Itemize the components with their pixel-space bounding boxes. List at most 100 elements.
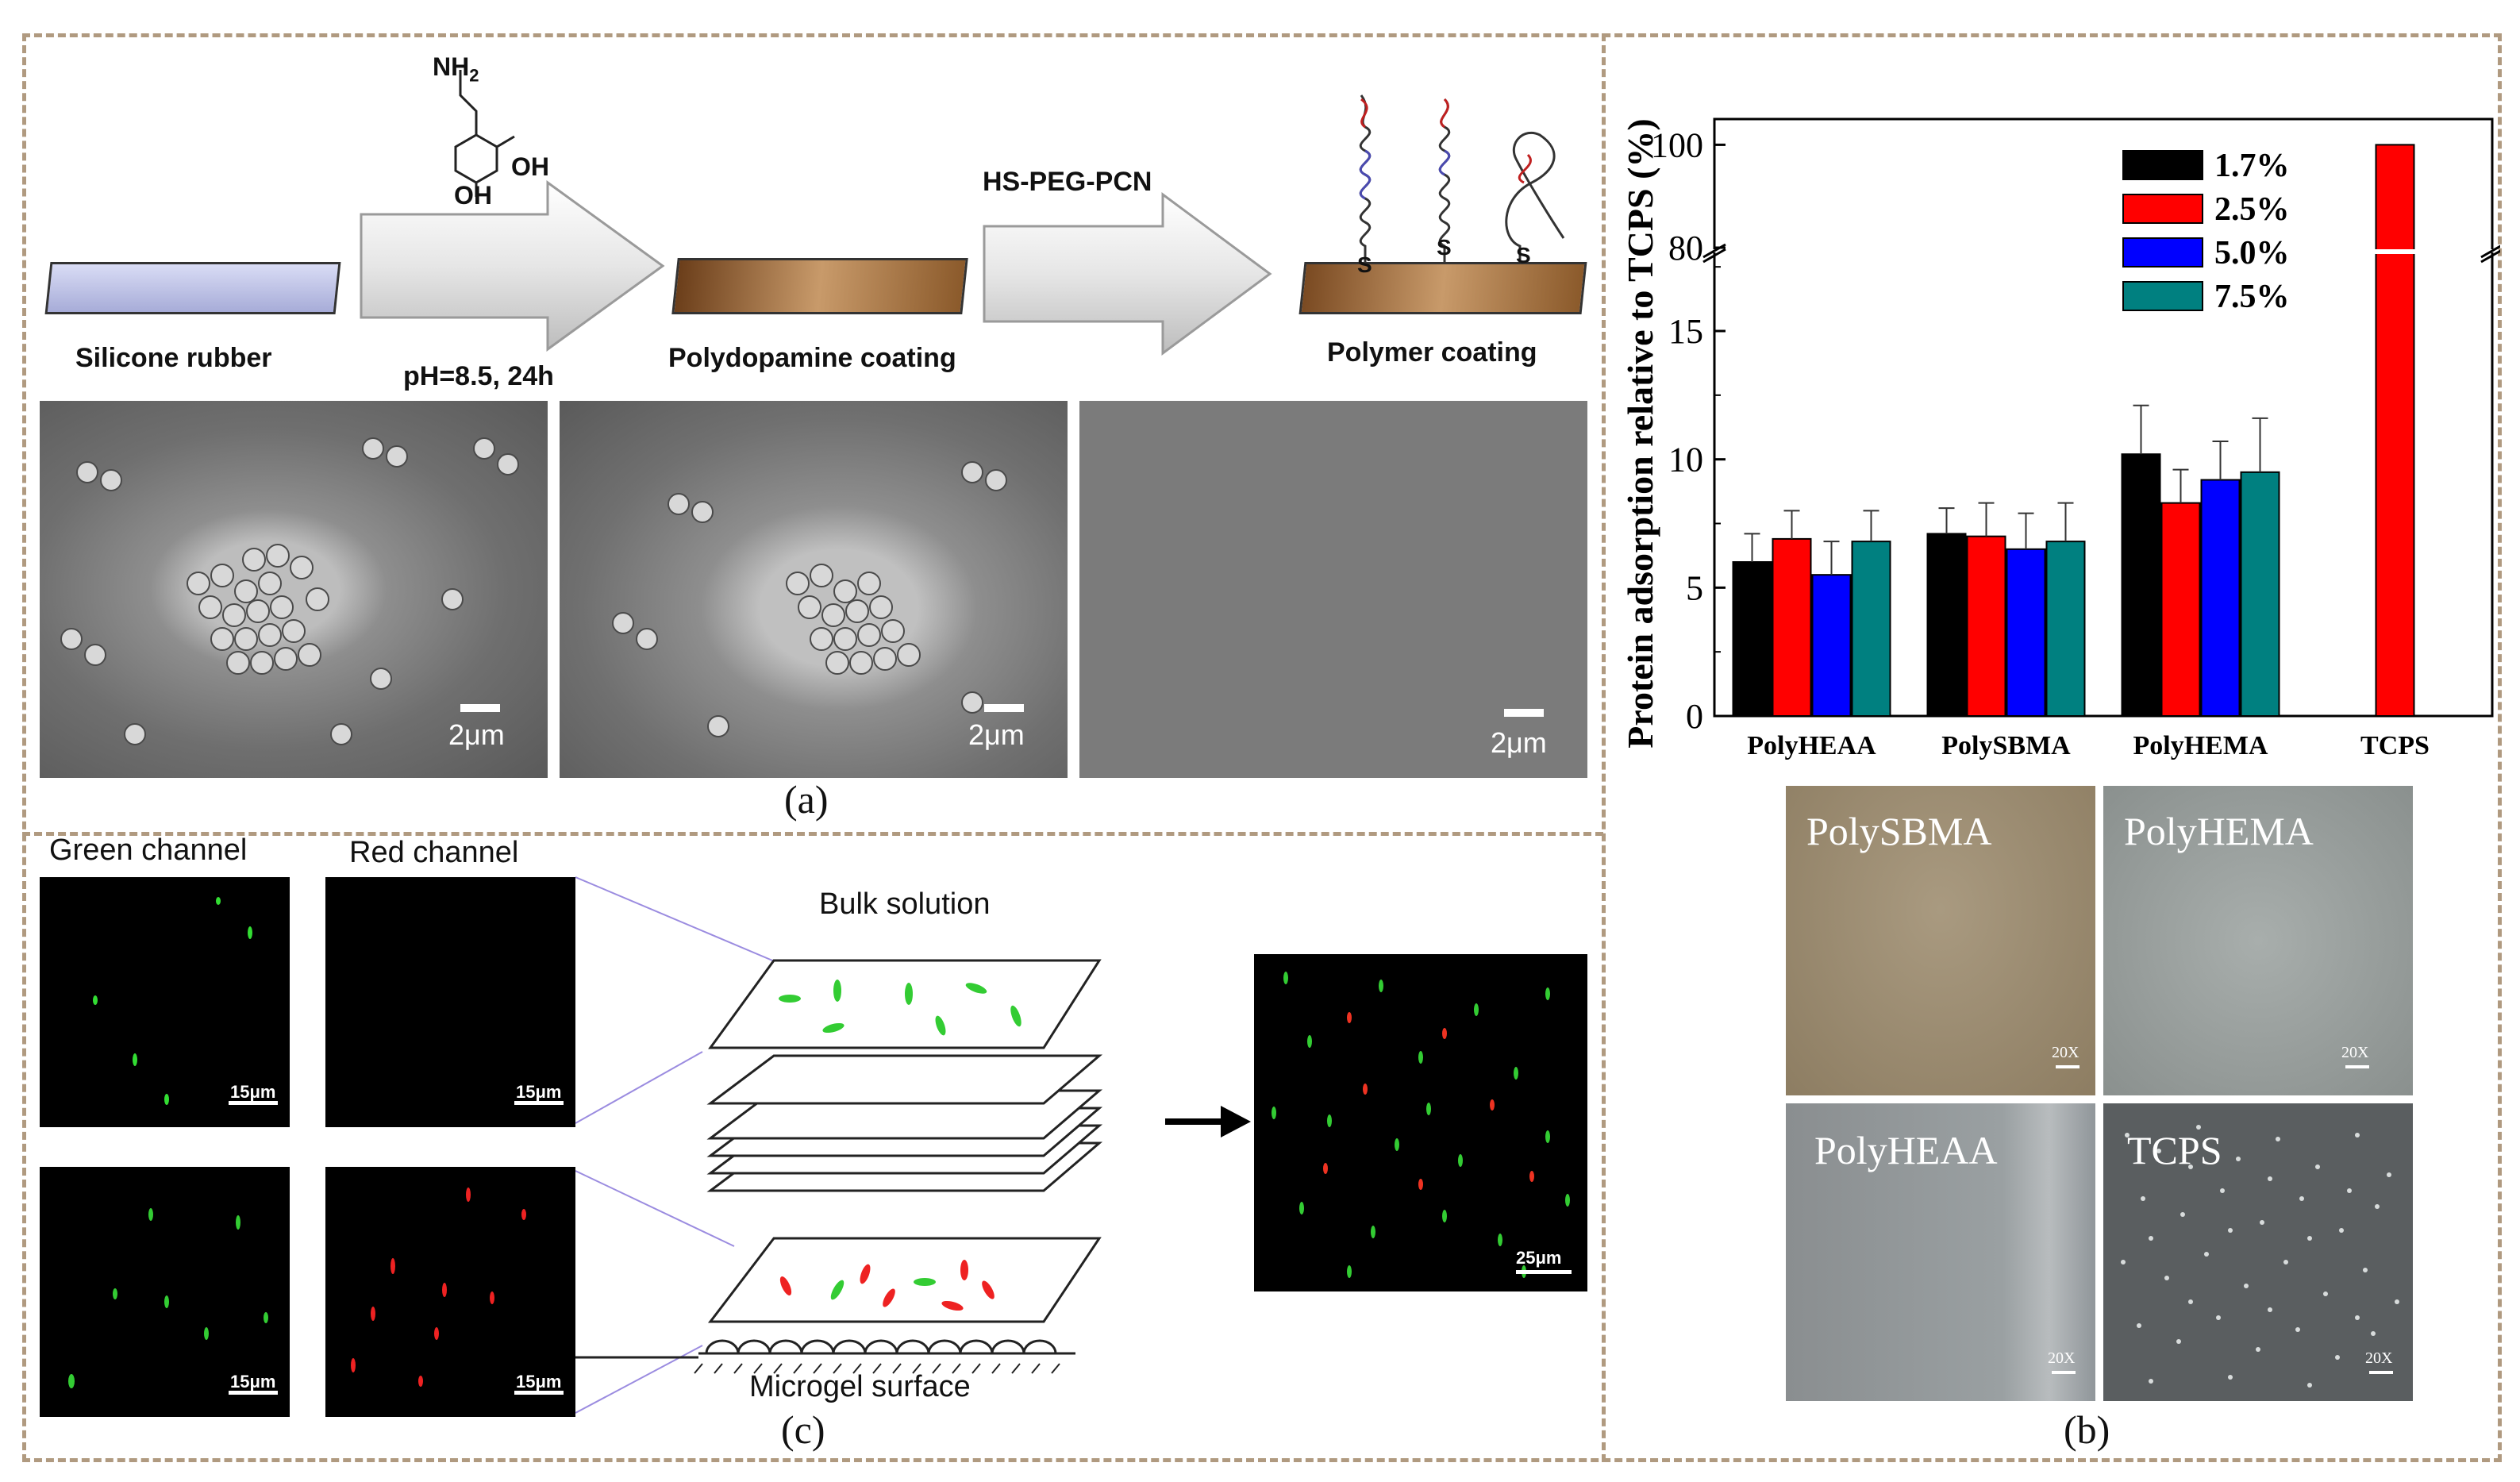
cf-scale-label-merged: 25μm: [1516, 1248, 1562, 1268]
step3-label: Polymer coating: [1327, 337, 1537, 368]
red-channel-bulk-image: 15μm: [325, 877, 575, 1127]
micrograph-mag-4: 20X: [2365, 1349, 2393, 1367]
panel-c-label: (c): [781, 1407, 825, 1452]
y-tick-label-1: 5: [1686, 568, 1703, 607]
legend-swatch-1: [2122, 194, 2203, 224]
step2-label: Polydopamine coating: [668, 343, 956, 373]
cf-scale-label-3: 15μm: [230, 1372, 276, 1392]
x-tick-label-3: TCPS: [2360, 731, 2430, 760]
y-tick-label-2: 10: [1668, 441, 1703, 479]
legend-swatch-2: [2122, 237, 2203, 268]
micrograph-scalebar-2: [2345, 1065, 2369, 1068]
plot-frame: [1713, 117, 2494, 718]
bar-PolyHEMA-1.7%: [2121, 453, 2161, 717]
bar-PolySBMA-5.0%: [2006, 548, 2046, 717]
thiol-label-3: S: [1516, 243, 1531, 268]
merged-cells: [1272, 972, 1570, 1278]
micrograph-polysbma: PolySBMA 20X: [1786, 786, 2095, 1095]
x-tick-label-2: PolyHEMA: [2133, 731, 2268, 760]
x-tick-label-1: PolySBMA: [1941, 731, 2071, 760]
cf-scale-label-2: 15μm: [516, 1082, 562, 1102]
molecule-oh1-label: OH: [511, 152, 549, 181]
bar-PolySBMA-1.7%: [1926, 533, 1967, 718]
y-tick-label-3: 15: [1668, 312, 1703, 351]
sem-scalebar-1: [460, 704, 500, 712]
stack-diagram: [575, 876, 1103, 1414]
axis-break-mark-left-2: [1702, 248, 1726, 264]
cf-scalebar-1: [229, 1101, 278, 1105]
sem-scalebar-2: [984, 704, 1024, 712]
cf-scalebar-3: [229, 1391, 278, 1395]
sem-image-polymer: 2μm: [1079, 401, 1587, 778]
sem-scalebar-3: [1504, 709, 1544, 717]
legend-swatch-0: [2122, 150, 2203, 180]
bar-PolySBMA-2.5%: [1966, 535, 2006, 718]
bulk-solution-label: Bulk solution: [819, 887, 991, 921]
dopamine-molecule-icon: [454, 70, 515, 197]
axis-break-gap: [1708, 249, 2499, 252]
polymer-brush-icon: [1359, 94, 1565, 262]
sem-particles-1: [60, 437, 519, 745]
sem-image-polydopamine: 2μm: [560, 401, 1068, 778]
molecule-amine-label: NH2: [433, 52, 479, 86]
micrograph-mag-2: 20X: [2341, 1044, 2369, 1061]
micrograph-tcps: TCPS 20X: [2103, 1103, 2413, 1401]
sem-image-silicone: 2μm: [40, 401, 548, 778]
y-axis-label: Protein adsorption relative to TCPS (%): [1620, 118, 1660, 748]
step2-reagent-label: HS-PEG-PCN: [983, 167, 1152, 197]
micrograph-label-tcps: TCPS: [2127, 1128, 2222, 1172]
micrograph-label-polyhema: PolyHEMA: [2124, 809, 2314, 853]
micrograph-scalebar-4: [2369, 1371, 2393, 1374]
y-tick-label-5: 100: [1651, 125, 1703, 164]
bar-PolyHEAA-2.5%: [1772, 537, 1812, 718]
bar-PolyHEAA-5.0%: [1811, 574, 1852, 718]
bar-PolyHEMA-7.5%: [2240, 471, 2280, 717]
sem-scale-label-2: 2μm: [968, 718, 1025, 751]
bar-PolySBMA-7.5%: [2045, 541, 2086, 718]
cf-scale-label-1: 15μm: [230, 1082, 276, 1102]
polydopamine-slab: [671, 258, 968, 314]
molecule-oh2-label: OH: [454, 181, 492, 210]
legend-label-3: 7.5%: [2214, 279, 2290, 315]
y-tick-label-4: 80: [1668, 229, 1703, 268]
green-channel-bulk-image: 15μm: [40, 877, 290, 1127]
arrow-2-icon: [983, 192, 1272, 356]
green-cells-2: [68, 1208, 268, 1388]
micrograph-mag-3: 20X: [2048, 1349, 2076, 1367]
micrograph-mag-1: 20X: [2052, 1044, 2079, 1061]
bar-TCPS-2.5%: [2375, 144, 2415, 717]
red-cells: [351, 1188, 526, 1387]
micrograph-label-polysbma: PolySBMA: [1806, 809, 1992, 853]
y-tick-label-0: 0: [1686, 697, 1703, 736]
legend-label-2: 5.0%: [2214, 235, 2290, 271]
axis-break-mark-right-1: [2480, 244, 2500, 259]
bar-PolyHEMA-5.0%: [2200, 479, 2241, 717]
panel-a-label: (a): [784, 777, 829, 822]
merged-fluorescence-image: 25μm: [1254, 954, 1587, 1291]
cf-scale-label-4: 15μm: [516, 1372, 562, 1392]
sem-particles-2: [612, 461, 1007, 737]
sem-scale-label-1: 2μm: [448, 718, 505, 751]
red-channel-surface-image: 15μm: [325, 1167, 575, 1417]
legend-swatch-3: [2122, 281, 2203, 311]
cf-scalebar-2: [514, 1101, 564, 1105]
arrow-1-icon: [360, 180, 665, 352]
bar-break-gap: [2371, 249, 2419, 254]
step1-condition-label: pH=8.5, 24h: [403, 361, 554, 391]
figure-frame: [22, 33, 2502, 1462]
micrograph-scalebar-3: [2052, 1371, 2076, 1374]
step1-label: Silicone rubber: [75, 343, 272, 373]
sem-scale-label-3: 2μm: [1491, 726, 1547, 759]
green-cells-1: [93, 897, 252, 1105]
micrograph-label-polyheaa: PolyHEAA: [1814, 1128, 1998, 1172]
green-channel-label: Green channel: [49, 833, 248, 867]
cf-scalebar-merged: [1516, 1270, 1572, 1274]
microgel-surface-label: Microgel surface: [749, 1370, 971, 1403]
cf-scalebar-4: [514, 1391, 564, 1395]
legend-label-1: 2.5%: [2214, 191, 2290, 228]
micrograph-scalebar-1: [2056, 1065, 2079, 1068]
tcps-cells: [2121, 1125, 2399, 1388]
green-channel-surface-image: 15μm: [40, 1167, 290, 1417]
bar-PolyHEAA-7.5%: [1851, 541, 1891, 718]
